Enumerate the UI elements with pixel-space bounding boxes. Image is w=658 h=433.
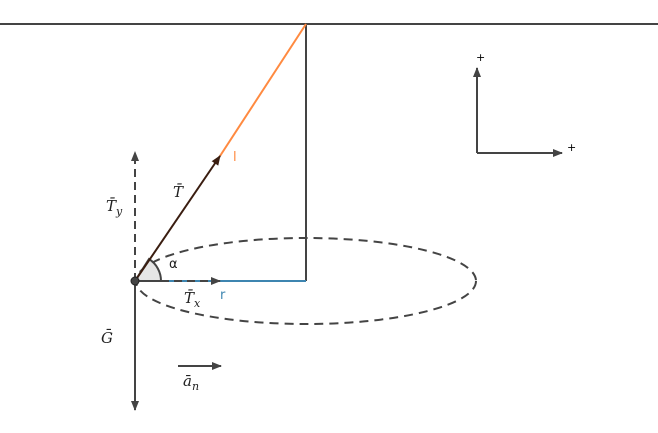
tension-x-label: T̄x	[184, 289, 201, 310]
length-label: l	[233, 150, 237, 165]
tension-vector	[134, 155, 221, 282]
angle-label: α	[169, 257, 178, 272]
tension-y-label: T̄y	[106, 197, 123, 218]
bob	[130, 276, 140, 286]
acceleration-label: ān	[183, 372, 199, 393]
gravity-label: Ḡ	[101, 329, 113, 347]
string-line	[219, 23, 307, 157]
radius-label: r	[220, 288, 226, 303]
tension-label: T̄	[173, 183, 184, 201]
axis-right-sign: +	[567, 141, 576, 154]
axis-up-sign: +	[476, 51, 485, 64]
